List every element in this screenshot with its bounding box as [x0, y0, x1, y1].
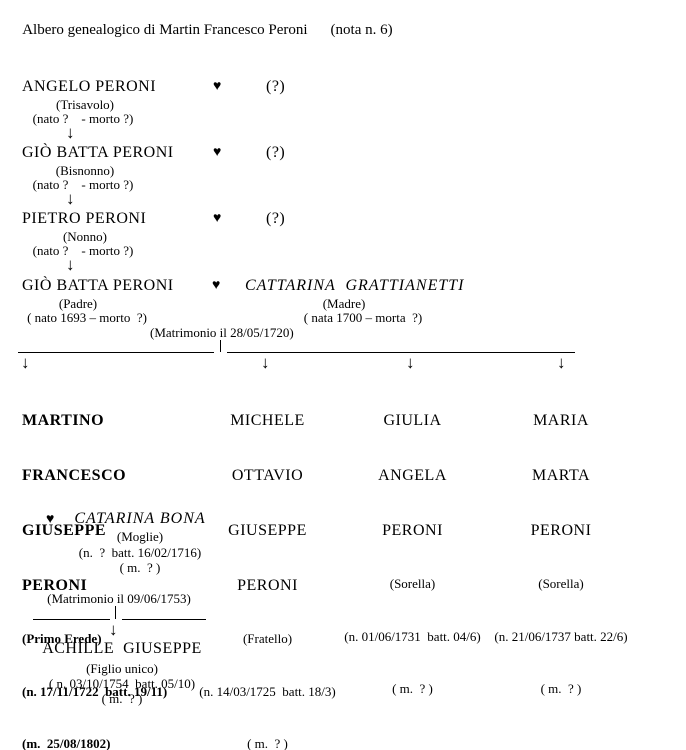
connector-vertical-line — [220, 340, 221, 352]
child-name-line: GIUSEPPE — [22, 522, 107, 539]
child-name-line: PERONI — [237, 577, 298, 594]
arrow-down-icon: ↓ — [66, 123, 75, 142]
child-death: ( m. ? ) — [540, 681, 582, 696]
ancestor-1-dates: (nato ? - morto ?) — [32, 111, 134, 126]
child-death: ( m. ? ) — [392, 681, 433, 696]
child-name-line: FRANCESCO — [22, 467, 127, 484]
father-dates: ( nato 1693 – morto ?) — [27, 310, 147, 325]
child-birth: (n. 17/11/1722 batt. 19/11) — [22, 683, 168, 699]
child-role: (Sorella) — [389, 576, 436, 591]
heart-icon: ♥ — [46, 512, 55, 527]
mother-role: (Madre) — [322, 296, 366, 311]
heart-icon: ♥ — [212, 278, 221, 293]
ancestor-3-role: (Nonno) — [62, 229, 108, 244]
heart-icon: ♥ — [213, 145, 222, 160]
mother-dates: ( nata 1700 – morta ?) — [303, 310, 423, 325]
ancestor-1-name: ANGELO PERONI — [22, 78, 157, 95]
connector-horizontal-line-right — [227, 352, 575, 353]
connector-horizontal-line-left — [18, 352, 214, 353]
wife-birth: (n. ? batt. 16/02/1716) — [78, 545, 202, 560]
ancestor-1-role: (Trisavolo) — [55, 97, 115, 112]
child-name-line: GIUSEPPE — [228, 522, 307, 539]
child-name-line: MARTINO — [22, 412, 105, 429]
child-role: (Primo Erede) — [22, 631, 102, 646]
son-death: ( m. ? ) — [101, 691, 143, 706]
title-text: Albero genealogico di Martin Francesco P… — [22, 22, 308, 38]
child-birth: (n. 21/06/1737 batt. 22/6) — [494, 628, 628, 644]
child-column-martino: MARTINO FRANCESCO GIUSEPPE PERONI (Primo… — [22, 375, 187, 750]
son-name: ACHILLE GIUSEPPE — [42, 640, 202, 657]
heart-icon: ♥ — [213, 211, 222, 226]
child-name-line: PERONI — [22, 577, 88, 594]
child-birth: (n. 01/06/1731 batt. 04/6) — [344, 628, 481, 644]
arrow-down-icon: ↓ — [109, 620, 118, 639]
connector-vertical-line — [115, 606, 116, 619]
father-role: (Padre) — [58, 296, 98, 311]
child-death: ( m. ? ) — [247, 736, 288, 750]
child-name-line: ANGELA — [378, 467, 447, 484]
arrow-down-icon: ↓ — [557, 353, 566, 372]
child-name-line: PERONI — [530, 522, 592, 539]
child-role: (Sorella) — [538, 576, 584, 591]
mother-name: CATTARINA GRATTIANETTI — [245, 277, 465, 294]
child-name-line: MARTA — [531, 467, 591, 484]
ancestor-1-spouse: (?) — [266, 78, 286, 95]
arrow-down-icon: ↓ — [406, 353, 415, 372]
title-nota: (nota n. 6) — [330, 22, 393, 38]
ancestor-3-dates: (nato ? - morto ?) — [32, 243, 134, 258]
son-role: (Figlio unico) — [86, 661, 158, 676]
child-name-line: PERONI — [382, 522, 443, 539]
wife-death: ( m. ? ) — [119, 560, 161, 575]
son-birth: ( n. 03/10/1754 batt. 05/10) — [48, 676, 196, 691]
child-name-line: MICHELE — [230, 412, 305, 429]
second-marriage-note: (Matrimonio il 09/06/1753) — [47, 591, 191, 606]
connector-horizontal-line-right — [122, 619, 206, 620]
child-column-giulia: GIULIA ANGELA PERONI (Sorella) (n. 01/06… — [335, 375, 490, 734]
ancestor-2-spouse: (?) — [266, 144, 286, 161]
arrow-down-icon: ↓ — [66, 255, 75, 274]
parents-marriage-note: (Matrimonio il 28/05/1720) — [150, 325, 294, 340]
connector-horizontal-line-left — [33, 619, 110, 620]
page-title: Albero genealogico di Martin Francesco P… — [8, 5, 393, 56]
father-name: GIÒ BATTA PERONI — [22, 277, 174, 294]
ancestor-3-name: PIETRO PERONI — [22, 210, 147, 227]
child-column-michele: MICHELE OTTAVIO GIUSEPPE PERONI (Fratell… — [190, 375, 345, 750]
child-name-line: GIULIA — [383, 412, 442, 429]
child-name-line: OTTAVIO — [231, 467, 304, 484]
wife-role: (Moglie) — [116, 529, 164, 544]
ancestor-2-dates: (nato ? - morto ?) — [32, 177, 134, 192]
ancestor-3-spouse: (?) — [266, 210, 286, 227]
heart-icon: ♥ — [213, 79, 222, 94]
ancestor-2-name: GIÒ BATTA PERONI — [22, 144, 174, 161]
child-name-line: MARIA — [533, 412, 589, 429]
child-role: (Fratello) — [242, 631, 293, 646]
wife-name: CATARINA BONA — [74, 510, 206, 527]
child-death: (m. 25/08/1802) — [22, 736, 111, 750]
arrow-down-icon: ↓ — [21, 353, 30, 372]
child-column-maria: MARIA MARTA PERONI (Sorella) (n. 21/06/1… — [483, 375, 639, 734]
arrow-down-icon: ↓ — [261, 353, 270, 372]
child-birth: (n. 14/03/1725 batt. 18/3) — [199, 683, 336, 699]
arrow-down-icon: ↓ — [66, 189, 75, 208]
ancestor-2-role: (Bisnonno) — [55, 163, 115, 178]
